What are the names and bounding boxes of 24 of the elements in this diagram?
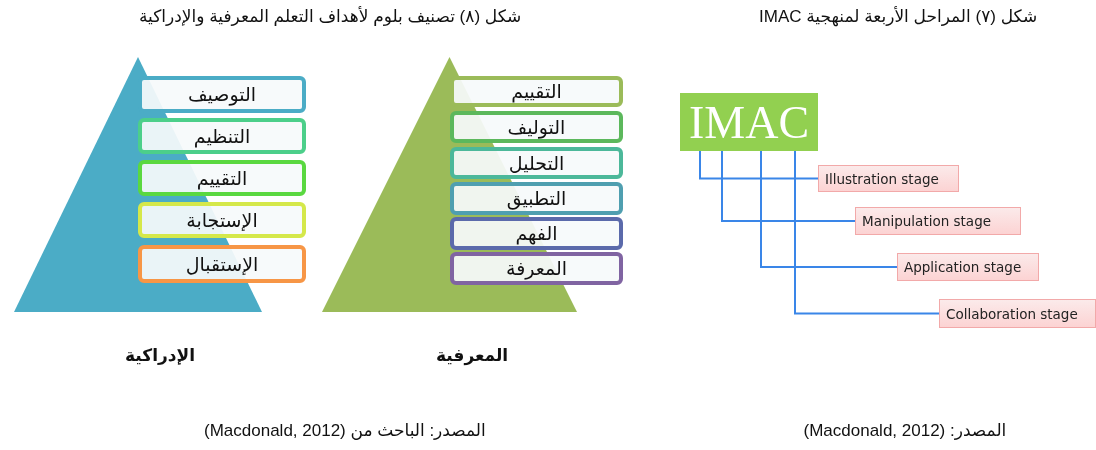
level-box: الإستقبال — [138, 245, 306, 283]
stage-box: Collaboration stage — [939, 299, 1096, 328]
level-box: المعرفة — [450, 252, 623, 285]
level-box: التوليف — [450, 111, 623, 143]
level-box: الفهم — [450, 217, 623, 250]
title-box: IMAC — [680, 93, 818, 151]
source-note: المصدر: الباحث من (Macdonald, 2012) — [204, 420, 486, 441]
level-box: التحليل — [450, 147, 623, 179]
figure-heading: شكل (٧) المراحل الأربعة لمنهجية IMAC — [759, 6, 1038, 27]
connector-line — [760, 150, 898, 268]
level-box: التنظيم — [138, 118, 306, 154]
stage-box: Manipulation stage — [855, 207, 1021, 235]
stage-box: Application stage — [897, 253, 1039, 281]
connector-line — [699, 150, 819, 180]
level-box: الإستجابة — [138, 202, 306, 238]
figure-heading: شكل (٨) تصنيف بلوم لأهداف التعلم المعرفية والإدراكية — [139, 6, 522, 27]
level-box: التطبيق — [450, 182, 623, 215]
pyramid-label: الإدراكية — [125, 345, 195, 366]
source-note: المصدر: (Macdonald, 2012) — [803, 420, 1007, 441]
connector-line — [721, 150, 856, 222]
connector-line — [794, 150, 940, 315]
level-box: التقييم — [138, 160, 306, 196]
stage-box: Illustration stage — [818, 165, 959, 192]
pyramid-label: المعرفية — [436, 345, 509, 366]
